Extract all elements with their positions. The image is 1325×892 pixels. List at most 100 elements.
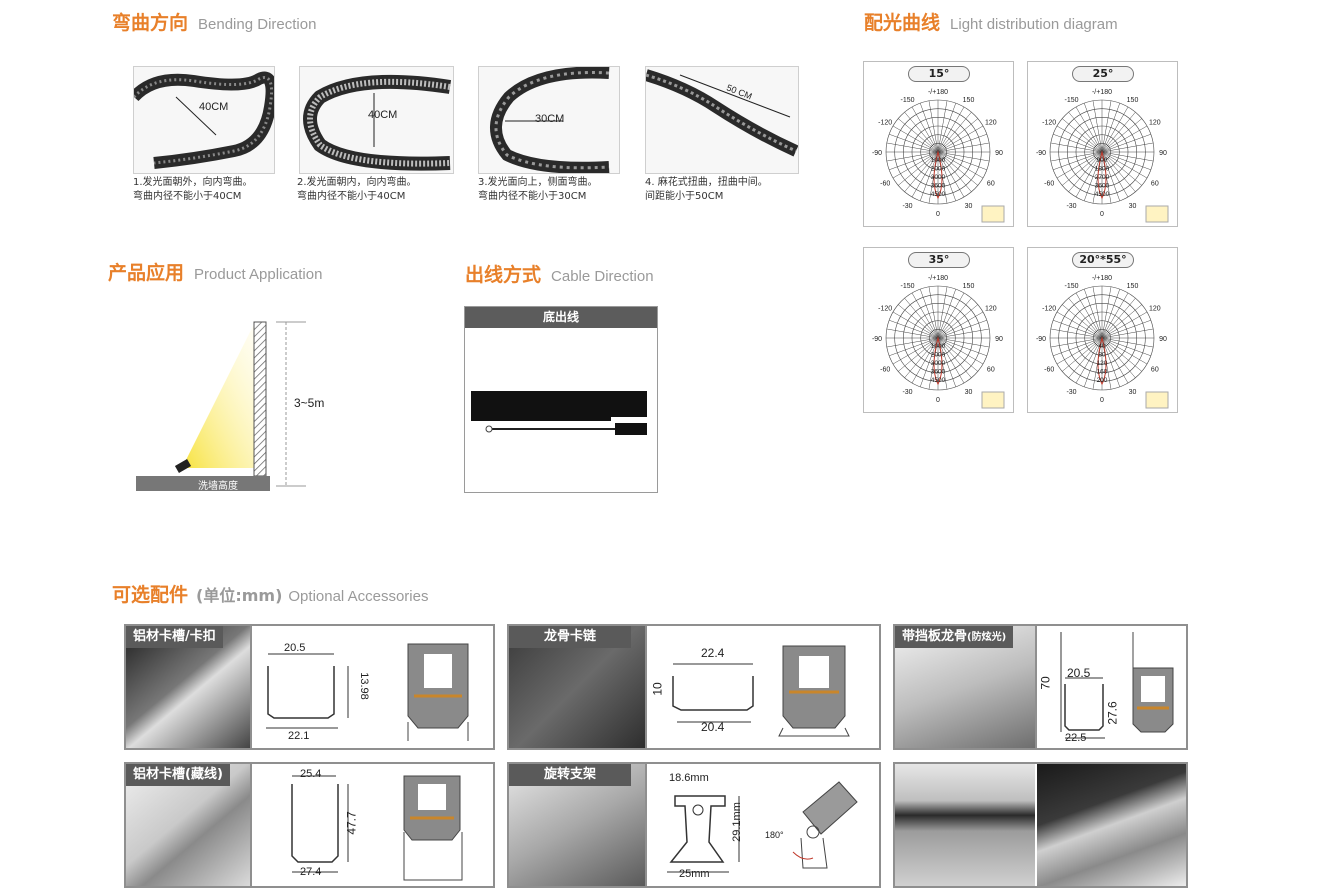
section-title-bending: 弯曲方向 Bending Direction — [112, 8, 316, 35]
polar-spoke — [898, 151, 939, 186]
polar-spoke — [886, 328, 939, 339]
dimension-width-bottom: 22.5 — [1065, 732, 1087, 744]
caption-line: 3.发光面向上，侧面弯曲。 — [478, 177, 598, 188]
installation-photo-1 — [895, 764, 1035, 886]
polar-spoke — [937, 151, 972, 192]
cable-header: 底出线 — [465, 307, 657, 328]
polar-angle-label: 0 — [936, 211, 940, 218]
bend-caption-4: 4. 麻花式扭曲，扭曲中间。 间距能小于50CM — [645, 176, 768, 204]
polar-spoke — [1050, 337, 1103, 348]
cable-diagram: 底出线 — [464, 306, 658, 493]
polar-spoke — [937, 337, 987, 357]
accessory-installation-photos — [893, 762, 1188, 888]
polar-curve — [1097, 336, 1107, 386]
bend-dimension: 30CM — [535, 113, 565, 125]
polar-angle-label: 120 — [1149, 120, 1161, 127]
section-title-cn: 弯曲方向 — [112, 12, 189, 34]
polar-spoke — [892, 311, 939, 339]
polar-spoke — [937, 125, 984, 153]
polar-angle-label: 60 — [987, 367, 995, 374]
section-title-en: Product Application — [194, 266, 323, 283]
polar-spoke — [1053, 151, 1103, 171]
polar-angle-label: -30 — [902, 203, 912, 210]
polar-spoke — [937, 337, 990, 348]
luminaire-icon — [1145, 205, 1169, 223]
polar-spoke — [1075, 151, 1103, 198]
polar-spoke — [1056, 311, 1103, 339]
polar-spoke — [1101, 142, 1154, 153]
polar-spoke — [937, 319, 987, 339]
polar-spoke — [1101, 151, 1154, 162]
polar-spoke — [889, 319, 939, 339]
wall-wash-label: 洗墙高度 — [198, 481, 238, 492]
polar-angle-label: 150 — [963, 283, 975, 290]
polar-spoke — [1101, 319, 1151, 339]
section-title-cn: 配光曲线 — [864, 12, 941, 34]
polar-radial-label: 3000 — [931, 360, 946, 367]
polar-angle-label: 0 — [936, 397, 940, 404]
polar-spoke — [1056, 151, 1103, 179]
polar-spoke — [1101, 337, 1136, 378]
polar-radial-label: 2000 — [931, 352, 946, 359]
section-title-en: Cable Direction — [551, 268, 654, 285]
polar-angle-label: -150 — [900, 283, 914, 290]
polar-radial-label: 200 — [1097, 377, 1108, 384]
polar-spoke — [1056, 125, 1103, 153]
polar-spoke — [1101, 151, 1129, 198]
led-strip-illustration — [646, 69, 798, 157]
accessory-keel-clip-chain: 龙骨卡链 22.4 10 20.4 — [507, 624, 881, 750]
polar-angle-label: -150 — [900, 97, 914, 104]
polar-spoke — [1101, 106, 1129, 153]
polar-radial-label: 3000 — [931, 174, 946, 181]
polar-spoke — [898, 304, 939, 339]
divider — [250, 764, 252, 886]
polar-spoke — [937, 337, 957, 387]
accessory-aluminum-channel-hidden-wire: 铝材卡槽(藏线) 25.4 47.7 27.4 — [124, 762, 495, 888]
polar-spoke — [1075, 292, 1103, 339]
polar-angle-label: -150 — [1064, 283, 1078, 290]
dimension-width-bottom: 22.1 — [288, 730, 310, 742]
polar-spoke — [1075, 106, 1103, 153]
polar-spoke — [1083, 337, 1103, 387]
polar-spoke — [886, 151, 939, 162]
polar-spoke — [1101, 103, 1121, 153]
accessory-label-main: 带挡板龙骨 — [902, 629, 968, 644]
polar-spoke — [1083, 103, 1103, 153]
polar-radial-label: 3600 — [931, 183, 946, 190]
section-title-accessories: 可选配件 (单位:mm) Optional Accessories — [112, 580, 428, 607]
dimension-height-total: 70 — [1038, 676, 1053, 690]
polar-spoke — [892, 151, 939, 179]
bending-image-2: 40CM — [299, 66, 454, 174]
polar-spoke — [937, 100, 948, 153]
polar-spoke — [937, 289, 957, 339]
polar-spoke — [1101, 151, 1151, 171]
divider — [645, 626, 647, 748]
polar-spoke — [889, 133, 939, 153]
polar-spoke — [1101, 337, 1148, 365]
dimension-height: 13.98 — [357, 672, 370, 700]
accessory-anti-glare-keel: 带挡板龙骨(防炫光) 70 20.5 27.6 22.5 — [893, 624, 1188, 750]
accessory-label-note: (防炫光) — [967, 632, 1007, 643]
section-title-cable: 出线方式 Cable Direction — [465, 260, 654, 287]
polar-radial-label: 2000 — [931, 166, 946, 173]
polar-spoke — [937, 337, 978, 372]
bend-caption-3: 3.发光面向上，侧面弯曲。 弯曲内径不能小于30CM — [478, 176, 598, 204]
bend-dimension: 40CM — [199, 101, 229, 113]
dimension-width-top: 25.4 — [300, 768, 322, 780]
polar-spoke — [1101, 112, 1136, 153]
polar-angle-label: -120 — [1042, 120, 1056, 127]
polar-radial-label: 80 — [1098, 352, 1106, 359]
dimension-height: 27.6 — [1105, 701, 1120, 725]
polar-angle-label: -60 — [1044, 181, 1054, 188]
polar-angle-label: 90 — [995, 150, 1003, 157]
polar-spoke — [919, 289, 939, 339]
polar-angle-label: 90 — [995, 336, 1003, 343]
polar-spoke — [937, 298, 972, 339]
polar-spoke — [1101, 100, 1112, 153]
polar-angle-label: -120 — [878, 306, 892, 313]
